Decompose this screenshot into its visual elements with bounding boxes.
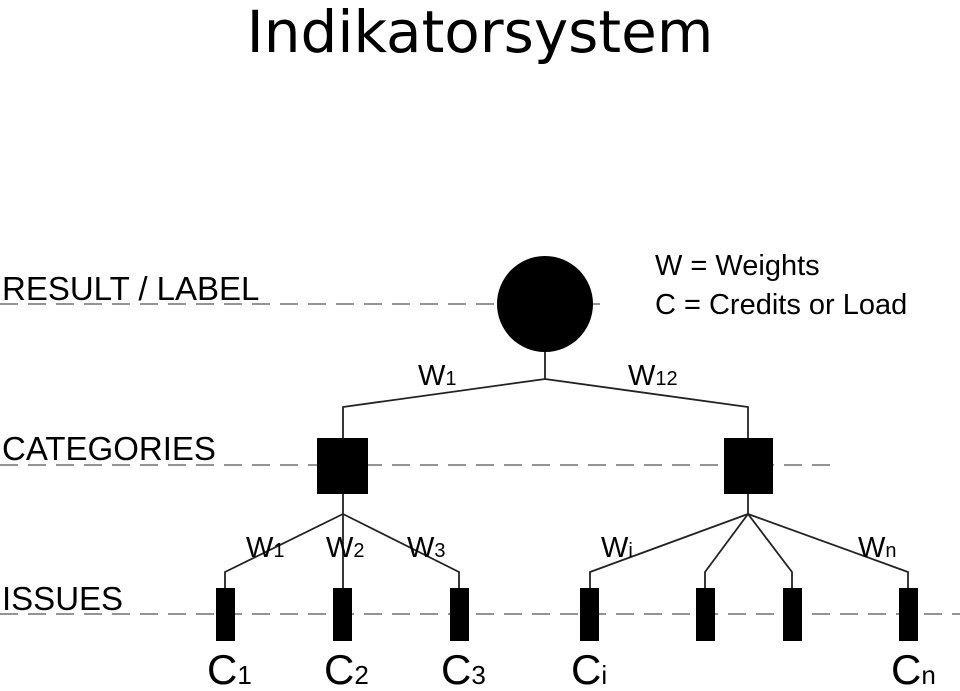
legend-credits: C = Credits or Load: [655, 289, 907, 321]
credit-label-c2: C2: [324, 646, 369, 691]
weight-label-w1-top: W1: [418, 360, 457, 392]
credit-label-ci: Ci: [571, 646, 607, 691]
edge-root-to-categories: [342, 378, 749, 438]
edge-left-cat-to-c3: [342, 513, 460, 588]
edge-right-cat-to-issue3: [747, 513, 793, 588]
weight-label-w1: W1: [246, 532, 285, 564]
edge-right-cat-to-cn: [747, 513, 909, 588]
page-title: Indikatorsystem: [246, 0, 714, 66]
edge-right-cat-to-ci: [589, 513, 749, 588]
categories-level-label: CATEGORIES: [2, 430, 216, 467]
edge-left-cat-to-c1: [224, 513, 344, 588]
issue-node-2: [696, 588, 715, 641]
credit-label-cn: Cn: [891, 646, 936, 691]
weight-label-wn: Wn: [858, 532, 897, 564]
issue-node-c2: [333, 588, 352, 641]
issue-node-c3: [450, 588, 469, 641]
credit-label-c3: C3: [441, 646, 486, 691]
category-node-right: [724, 438, 773, 494]
issue-node-c1: [216, 588, 235, 641]
category-node-left: [317, 438, 368, 494]
edge-right-cat-to-issue2: [704, 513, 749, 588]
weight-label-w12: W12: [628, 360, 678, 392]
legend-weights: W = Weights: [655, 250, 820, 282]
issues-level-label: ISSUES: [2, 580, 123, 617]
result-node: [497, 256, 593, 352]
issue-node-3: [783, 588, 802, 641]
weight-label-w2: W2: [326, 532, 365, 564]
issue-node-ci: [580, 588, 599, 641]
weight-label-w3: W3: [407, 532, 446, 564]
weight-label-wi: Wi: [601, 532, 633, 564]
result-level-label: RESULT / LABEL: [2, 270, 259, 307]
credit-label-c1: C1: [207, 646, 252, 691]
issue-node-cn: [899, 588, 918, 641]
